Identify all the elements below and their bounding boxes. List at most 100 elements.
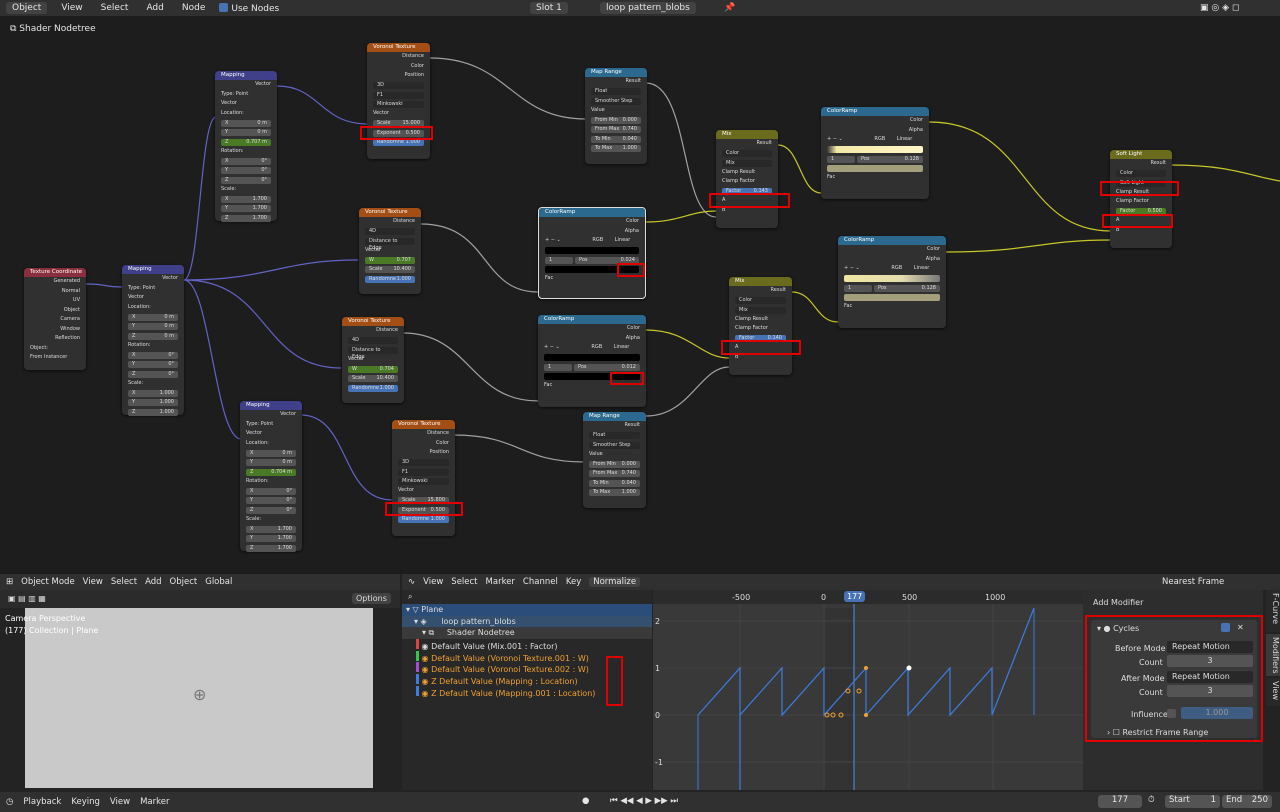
count-field[interactable]: 3 bbox=[1167, 655, 1253, 667]
clamp-result-checkbox[interactable]: Clamp Result bbox=[1116, 188, 1150, 195]
node-mix-1[interactable]: Mix Result Color Mix Clamp Result Clamp … bbox=[716, 130, 778, 228]
header-icons[interactable]: ▣ ◎ ◈ ◻ bbox=[1200, 3, 1240, 13]
channel-row[interactable]: ◉ Default Value (Voronoi Texture.002 : W… bbox=[402, 662, 652, 674]
data-type-dropdown[interactable]: Float bbox=[583, 431, 646, 441]
object-mode-dropdown[interactable]: Object Mode bbox=[21, 577, 75, 587]
timeline-icon[interactable]: ◷ bbox=[6, 797, 14, 807]
node-map-range-2[interactable]: Map Range Result Float Smoother Step Val… bbox=[583, 412, 646, 508]
menu-view[interactable]: View bbox=[82, 577, 103, 587]
node-colorramp-2[interactable]: ColorRamp Color Alpha + − ⌄ RGB Linear 1… bbox=[538, 315, 646, 407]
node-texture-coordinate[interactable]: Texture Coordinate Generated Normal UV O… bbox=[24, 268, 86, 370]
modifier-header[interactable]: ▾ ● Cycles bbox=[1097, 624, 1140, 633]
influence-field[interactable]: 1.000 bbox=[1181, 707, 1253, 719]
playback-controls[interactable]: ⏮ ◀◀ ◀ ▶ ▶▶ ⏭ bbox=[610, 796, 679, 806]
graph-area[interactable]: -500 0 500 1000 177 2 1 0 -1 bbox=[653, 590, 1083, 790]
data-type-dropdown[interactable]: Color bbox=[1110, 169, 1172, 179]
menu-view[interactable]: View bbox=[423, 577, 444, 587]
current-frame-field[interactable]: 177 bbox=[1098, 795, 1142, 808]
pivot-dropdown[interactable]: Nearest Frame bbox=[1162, 577, 1225, 587]
add-modifier-dropdown[interactable]: Add Modifier bbox=[1089, 596, 1229, 610]
node-voronoi-3[interactable]: Voronoi Texture Distance 4D Distance to … bbox=[342, 317, 404, 403]
dimensions-dropdown[interactable]: 3D bbox=[367, 81, 430, 91]
menu-select[interactable]: Select bbox=[110, 577, 138, 587]
clamp-result-checkbox[interactable]: Clamp Result bbox=[735, 315, 769, 322]
node-mapping-bottom[interactable]: Mapping Vector Type: Point Vector Locati… bbox=[240, 401, 302, 553]
menu-view[interactable]: View bbox=[61, 3, 83, 13]
node-colorramp-1[interactable]: ColorRamp Color Alpha + − ⌄ RGB Linear 1… bbox=[538, 207, 646, 299]
normalize-toggle[interactable]: Normalize bbox=[589, 577, 641, 587]
node-mapping-top[interactable]: Mapping Vector Type: Point Vector Locati… bbox=[215, 71, 277, 223]
color-ramp-bar[interactable] bbox=[821, 145, 929, 155]
tab-f-curve[interactable]: F-Curve bbox=[1266, 590, 1280, 632]
dimensions-dropdown[interactable]: 3D bbox=[392, 458, 455, 468]
ramp-color-swatch[interactable] bbox=[539, 265, 645, 275]
interpolation-dropdown[interactable]: Smoother Step bbox=[585, 96, 647, 106]
feature-dropdown[interactable]: F1 bbox=[392, 467, 455, 477]
after-mode-dropdown[interactable]: Repeat Motion bbox=[1167, 671, 1253, 683]
ramp-color-swatch[interactable] bbox=[821, 164, 929, 174]
menu-add[interactable]: Add bbox=[146, 3, 164, 13]
frame-ruler[interactable]: -500 0 500 1000 177 bbox=[653, 590, 1083, 604]
orientation-dropdown[interactable]: Global bbox=[205, 577, 233, 587]
clamp-result-checkbox[interactable]: Clamp Result bbox=[722, 168, 756, 175]
channel-row[interactable]: ◉ Default Value (Voronoi Texture.001 : W… bbox=[402, 650, 652, 663]
ramp-toolbar[interactable]: + − ⌄ RGB Linear bbox=[827, 136, 913, 142]
menu-marker[interactable]: Marker bbox=[485, 577, 515, 587]
menu-marker[interactable]: Marker bbox=[140, 797, 170, 807]
pin-icon[interactable]: 📌 bbox=[724, 3, 736, 13]
channel-search[interactable]: ⌕ bbox=[402, 590, 652, 604]
keyframe-handle[interactable] bbox=[856, 688, 862, 694]
menu-object[interactable]: Object bbox=[169, 577, 198, 587]
keyframe-handle[interactable] bbox=[845, 688, 851, 694]
keyframe-handle[interactable] bbox=[830, 712, 836, 718]
tab-view[interactable]: View bbox=[1266, 678, 1280, 706]
object-mode-dropdown[interactable]: Object bbox=[6, 2, 48, 14]
node-voronoi-2[interactable]: Voronoi Texture Distance 4D Distance to … bbox=[359, 208, 421, 294]
channel-row[interactable]: ◉ Z Default Value (Mapping.001 : Locatio… bbox=[402, 685, 652, 698]
record-icon[interactable]: ● bbox=[582, 796, 590, 806]
dimensions-dropdown[interactable]: 4D bbox=[359, 227, 421, 237]
menu-view[interactable]: View bbox=[109, 797, 131, 807]
current-frame-badge[interactable]: 177 bbox=[844, 591, 866, 602]
slot-dropdown[interactable]: Slot 1 bbox=[530, 2, 568, 14]
node-mix-2[interactable]: Mix Result Color Mix Clamp Result Clamp … bbox=[729, 277, 792, 375]
metric-dropdown[interactable]: Minkowski bbox=[367, 100, 430, 110]
keyframe-point[interactable] bbox=[864, 666, 868, 670]
menu-select[interactable]: Select bbox=[100, 3, 129, 13]
dimensions-dropdown[interactable]: 4D bbox=[342, 336, 404, 346]
keyframe-handle[interactable] bbox=[824, 712, 830, 718]
node-mapping[interactable]: Mapping Vector Type: Point Vector Locati… bbox=[122, 265, 184, 417]
node-soft-light[interactable]: Soft Light Result Color Soft Light Clamp… bbox=[1110, 150, 1172, 248]
tab-modifiers[interactable]: Modifiers bbox=[1266, 634, 1280, 676]
color-ramp-bar[interactable] bbox=[539, 246, 645, 256]
